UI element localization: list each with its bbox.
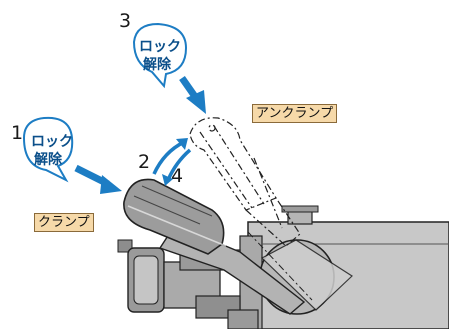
rotation-arrows [152,138,192,186]
push-arrow-1 [74,164,122,194]
lever-clamp-position [123,178,306,315]
lock-release-text-1b: 解除 [34,151,63,168]
unclamp-label: アンクランプ [252,104,338,123]
lock-release-bubble-1: ロック 解除 [22,116,74,183]
step-number-3: 3 [119,10,131,32]
lock-release-text-3b: 解除 [143,56,172,73]
lever-unclamp-position [189,117,301,247]
lock-release-text-3a: ロック [139,39,181,55]
lock-release-bubble-3: ロック 解除 [132,22,188,89]
step-number-1: 1 [11,122,23,144]
lock-release-text-1a: ロック [31,134,73,150]
clamp-label: クランプ [34,213,94,232]
push-arrow-3 [179,75,206,114]
step-number-2: 2 [138,151,150,173]
